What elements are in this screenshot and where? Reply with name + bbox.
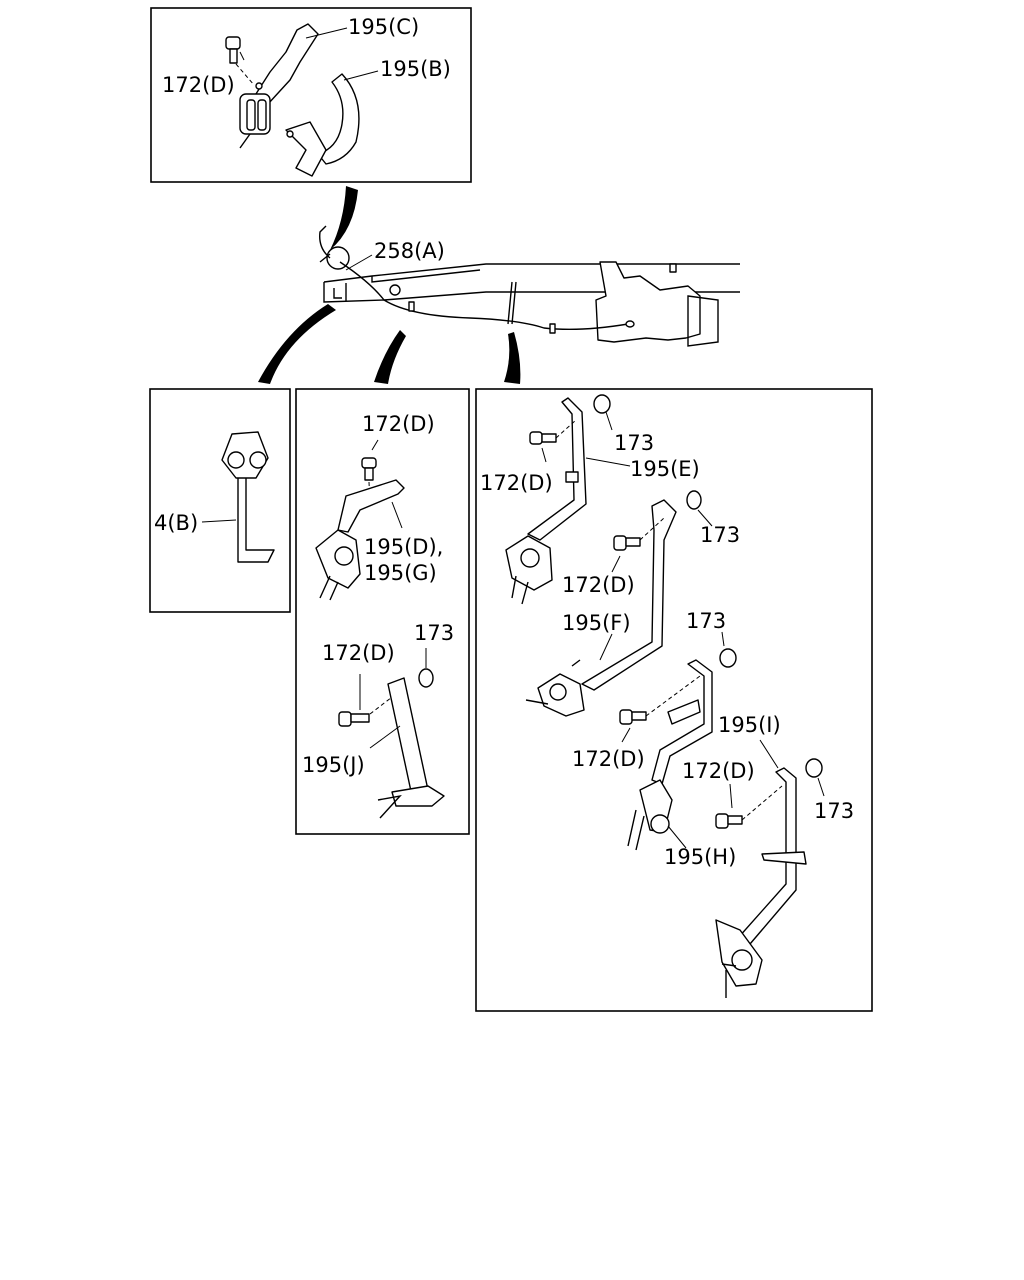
bracket-195d-195g: [337, 479, 405, 533]
clip-4b: [237, 475, 275, 563]
label-173-right-b: 173: [700, 523, 740, 547]
label-195h-right: 195(H): [664, 845, 736, 869]
right-inset: 173 172(D) 195(E) 173 172(D) 195(F) 173 …: [475, 388, 873, 1012]
left-inset: 4(B): [149, 388, 291, 613]
connector-wedge-top: [330, 186, 358, 250]
label-172d-right-c: 172(D): [572, 747, 645, 771]
top-bolt: [225, 36, 241, 64]
bracket-195e: [527, 397, 587, 541]
middle-inset-frame: [295, 388, 470, 835]
label-195j-mid: 195(J): [302, 753, 365, 777]
connector-wedge-right: [504, 332, 521, 384]
connector-wedge-left: [258, 304, 336, 384]
label-258a: 258(A): [374, 239, 445, 263]
label-195g-mid: 195(G): [364, 561, 437, 585]
label-172d-top: 172(D): [162, 73, 235, 97]
top-inset: 195(C) 172(D) 195(B): [150, 7, 472, 183]
left-inset-frame: [149, 388, 291, 613]
middle-inset: 172(D) 195(D), 195(G) 172(D) 173 195(J): [295, 388, 470, 835]
label-172d-mid-a: 172(D): [362, 412, 435, 436]
label-173-right-a: 173: [614, 431, 654, 455]
nut-173-mid: [418, 668, 434, 688]
bracket-195j: [387, 677, 429, 797]
label-173-right-c: 173: [686, 609, 726, 633]
top-bracket-c: [253, 23, 319, 105]
label-172d-right-d: 172(D): [682, 759, 755, 783]
right-inset-frame: [475, 388, 873, 1012]
label-195f-right: 195(F): [562, 611, 631, 635]
connector-wedge-mid: [374, 330, 406, 384]
label-172d-right-a: 172(D): [480, 471, 553, 495]
label-195b-top: 195(B): [380, 57, 451, 81]
label-195c-top: 195(C): [348, 15, 419, 39]
label-4b: 4(B): [154, 511, 198, 535]
bracket-195f: [581, 499, 677, 691]
top-clamp: [239, 93, 271, 149]
grommet-258a: [326, 246, 350, 270]
main-frame-assembly: 258(A): [319, 225, 740, 347]
parking-brake-cable: [339, 261, 629, 331]
label-195d-mid: 195(D),: [364, 535, 443, 559]
top-inset-frame: [150, 7, 472, 183]
top-strap-b: [317, 73, 360, 165]
label-195i-right: 195(I): [718, 713, 781, 737]
label-195e-right: 195(E): [630, 457, 700, 481]
label-173-mid: 173: [414, 621, 454, 645]
label-173-right-d: 173: [814, 799, 854, 823]
label-172d-right-b: 172(D): [562, 573, 635, 597]
label-172d-mid-b: 172(D): [322, 641, 395, 665]
